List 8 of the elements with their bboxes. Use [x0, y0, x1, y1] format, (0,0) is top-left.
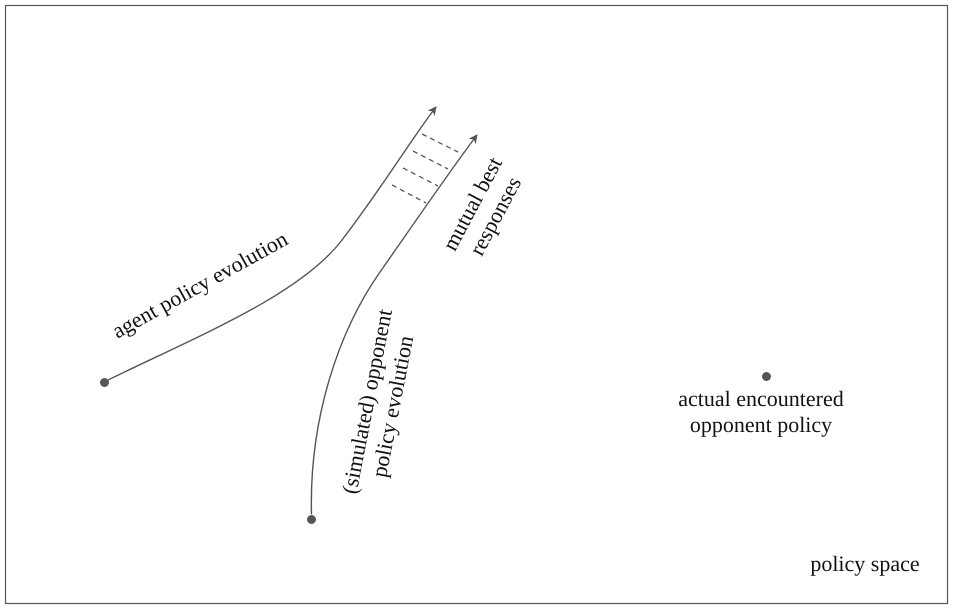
edge-label: (simulated) opponent policy evolution — [336, 306, 420, 498]
dot-marker — [762, 372, 770, 380]
point-caption: actual encountered opponent policy — [677, 386, 845, 438]
dot-marker — [100, 378, 108, 386]
space-label: policy space — [809, 551, 921, 577]
curved-arrow — [310, 134, 478, 514]
dot-marker — [306, 514, 316, 524]
curved-arrow — [108, 106, 437, 381]
